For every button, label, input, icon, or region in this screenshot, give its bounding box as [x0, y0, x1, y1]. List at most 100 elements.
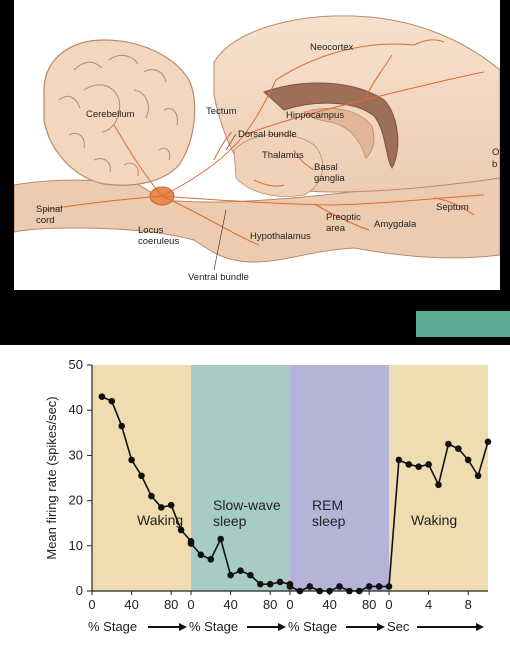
region-label-3: Waking	[411, 512, 457, 528]
y-tick-label-0: 0	[76, 583, 83, 598]
data-point-0	[98, 393, 106, 400]
data-point-26	[336, 583, 343, 590]
label-spinal-cord-1: Spinal	[36, 204, 62, 215]
cerebellum-folia	[58, 54, 178, 177]
x-tick-label-3-1: 4	[425, 597, 432, 612]
data-point-35	[425, 461, 432, 468]
data-point-40	[474, 472, 482, 480]
region-label-1-line2: sleep	[213, 513, 247, 529]
label-olfactory-1: O	[492, 147, 499, 158]
dorsal-bundle-leader	[225, 133, 237, 151]
region-label-0: Waking	[137, 512, 183, 528]
x-tick-label-0-0: 0	[88, 597, 95, 612]
data-point-16	[247, 571, 254, 579]
label-hippocampus: Hippocampus	[286, 110, 344, 121]
data-point-6	[158, 504, 165, 511]
data-point-4	[138, 472, 145, 480]
data-point-21	[286, 583, 294, 590]
data-point-31	[385, 583, 393, 590]
data-point-13	[217, 535, 224, 543]
y-tick-label-2: 20	[69, 493, 83, 508]
x-tick-label-2-1: 40	[322, 597, 336, 612]
label-basal-ganglia-1: Basal	[314, 162, 338, 173]
data-point-5	[148, 492, 155, 500]
hippocampus-inner	[303, 108, 375, 159]
data-point-33	[405, 461, 413, 468]
data-point-34	[415, 463, 423, 470]
y-axis-label: Mean firing rate (spikes/sec)	[44, 396, 59, 559]
y-tick-label-5: 50	[69, 357, 83, 372]
data-point-1	[108, 397, 116, 405]
label-hypothalamus: Hypothalamus	[250, 231, 311, 242]
data-point-14	[227, 571, 234, 579]
label-cerebellum: Cerebellum	[86, 109, 135, 120]
axis-unit-label-2: % Stage	[288, 619, 337, 634]
brain-sagittal-illustration: Neocortex Cerebellum Tectum Hippocampus …	[14, 15, 500, 283]
x-tick-label-0-2: 80	[164, 597, 178, 612]
data-point-27	[346, 587, 353, 595]
label-locus-1: Locus	[138, 225, 164, 236]
axis-unit-arrowhead-3	[476, 623, 484, 631]
data-point-10	[187, 540, 195, 547]
label-septum: Septum	[436, 202, 469, 213]
label-thalamus: Thalamus	[262, 150, 304, 161]
label-neocortex: Neocortex	[310, 42, 354, 53]
label-spinal-cord-2: cord	[36, 215, 54, 226]
data-point-37	[445, 440, 452, 448]
axis-unit-label-1: % Stage	[189, 619, 238, 634]
brain-diagram: Neocortex Cerebellum Tectum Hippocampus …	[14, 0, 500, 290]
data-point-29	[365, 583, 373, 590]
axes	[87, 364, 488, 631]
data-point-23	[306, 583, 314, 590]
axis-unit-arrowhead-1	[278, 623, 286, 631]
label-olfactory-2: b	[492, 159, 497, 170]
x-tick-label-3-2: 8	[465, 597, 472, 612]
data-point-41	[484, 438, 492, 446]
x-tick-label-3-0: 0	[385, 597, 392, 612]
axis-unit-label-0: % Stage	[88, 619, 137, 634]
ventral-bundle-leader	[213, 209, 227, 271]
label-ventral-bundle: Ventral bundle	[188, 272, 249, 283]
data-point-22	[296, 587, 304, 595]
data-point-15	[237, 567, 244, 574]
thalamus-shape	[233, 133, 323, 197]
label-basal-ganglia-2: ganglia	[314, 173, 345, 184]
y-tick-label-3: 30	[69, 447, 83, 462]
y-tick-label-1: 10	[69, 538, 83, 553]
x-tick-label-1-1: 40	[223, 597, 237, 612]
data-point-11	[197, 551, 205, 559]
region-1	[191, 365, 290, 591]
data-point-28	[356, 587, 363, 595]
data-point-3	[128, 456, 135, 464]
data-point-25	[326, 587, 333, 595]
region-label-2: REM	[312, 497, 343, 513]
label-dorsal-bundle: Dorsal bundle	[238, 129, 297, 140]
x-tick-label-1-0: 0	[187, 597, 194, 612]
y-tick-label-4: 40	[69, 402, 83, 417]
label-locus-2: coeruleus	[138, 236, 179, 247]
region-3	[389, 365, 488, 591]
data-point-7	[167, 501, 175, 509]
x-tick-label-0-1: 40	[124, 597, 138, 612]
x-tick-label-2-0: 0	[286, 597, 293, 612]
stage-regions	[92, 365, 488, 591]
hippocampus-shape	[263, 82, 399, 169]
x-tick-label-1-2: 80	[263, 597, 277, 612]
label-preoptic-2: area	[326, 223, 346, 234]
label-tectum: Tectum	[206, 106, 237, 117]
data-point-32	[395, 456, 403, 464]
data-point-38	[455, 445, 462, 452]
header-color-bar	[416, 311, 510, 337]
data-point-17	[257, 580, 264, 588]
data-point-39	[464, 456, 472, 464]
region-label-2-line2: sleep	[312, 513, 346, 529]
axis-unit-arrowhead-0	[179, 623, 187, 631]
data-point-2	[118, 422, 125, 430]
series-line	[98, 393, 492, 595]
noradrenergic-fibers	[43, 39, 485, 246]
label-amygdala: Amygdala	[374, 219, 417, 230]
region-label-1: Slow-wave	[213, 497, 281, 513]
